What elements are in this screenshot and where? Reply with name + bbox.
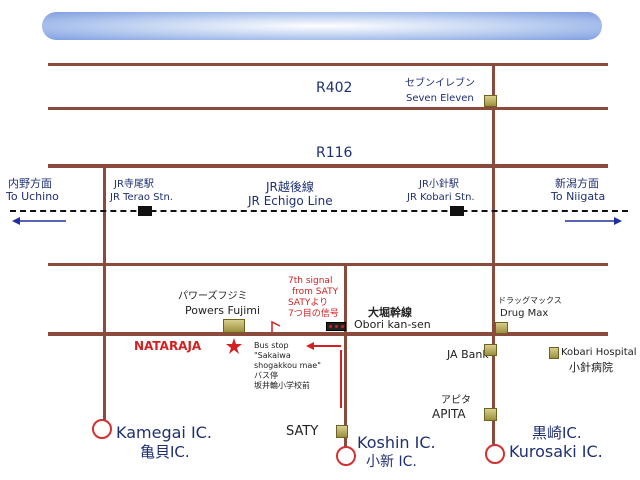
- signal-pointer: [271, 320, 281, 332]
- arrow-to-uchino: [12, 217, 66, 225]
- label-koshin-en: Koshin IC.: [357, 433, 436, 452]
- label-kamegai-en: Kamegai IC.: [116, 423, 212, 442]
- signal-light-1: [328, 325, 332, 328]
- label-kamegai-ja: 亀貝IC.: [140, 443, 190, 461]
- label-niigata-en: To Niigata: [551, 190, 606, 203]
- signal-light-3: [340, 325, 344, 328]
- label-kobari-ja: JR小針駅: [419, 179, 459, 190]
- label-jr-line-ja: JR越後線: [266, 180, 314, 194]
- label-niigata-ja: 新潟方面: [555, 177, 599, 190]
- label-r402: R402: [316, 80, 353, 96]
- station-kobari-marker: [450, 206, 464, 216]
- traffic-signal-icon: [326, 322, 346, 331]
- label-saty: SATY: [286, 424, 319, 439]
- road-r402: [48, 107, 608, 110]
- label-drug-max-ja: ドラッグマックス: [498, 296, 562, 305]
- label-apita-en: APITA: [432, 407, 466, 421]
- hospital-marker: [549, 347, 559, 359]
- label-apita-ja: アピタ: [441, 395, 471, 406]
- road-top: [48, 63, 608, 66]
- label-kobari-hospital-ja: 小針病院: [569, 361, 613, 374]
- bus-stop-line-4: バス停: [254, 371, 278, 380]
- road-r116: [48, 164, 608, 168]
- label-seven-eleven-en: Seven Eleven: [406, 93, 474, 104]
- label-powers-fujimi-en: Powers Fujimi: [185, 304, 261, 317]
- arrow-to-niigata: [565, 217, 622, 225]
- label-powers-fujimi-ja: パワーズフジミ: [178, 291, 248, 302]
- bus-stop-line-3: shogakkou mae": [254, 361, 321, 370]
- label-koshin-ja: 小新 IC.: [366, 454, 417, 470]
- kurosaki-ic-marker: [485, 444, 505, 464]
- label-seven-eleven-ja: セブンイレブン: [405, 78, 475, 89]
- powers-fujimi-marker: [223, 319, 245, 333]
- label-terao-en: JR Terao Stn.: [110, 192, 173, 203]
- ja-bank-marker: [484, 344, 497, 356]
- label-nataraja: NATARAJA: [134, 339, 202, 353]
- bus-stop-line-5: 坂井輪小学校前: [254, 381, 310, 390]
- bus-stop-line-2: "Sakaiwa: [254, 351, 291, 360]
- label-terao-ja: JR寺尾駅: [114, 179, 154, 190]
- apita-marker: [484, 408, 497, 421]
- signal-note-line-2: from SATY: [292, 287, 339, 297]
- label-ja-bank: JA Bank: [447, 348, 489, 361]
- label-kurosaki-ja: 黒崎IC.: [532, 424, 582, 442]
- signal-note: 7th signal from SATY SATYより 7つ目の信号: [288, 276, 339, 320]
- signal-light-2: [334, 325, 338, 328]
- road-koshin: [344, 263, 347, 453]
- label-r116: R116: [316, 145, 353, 161]
- road-obori-kansen: [48, 332, 608, 336]
- label-obori-en: Obori kan-sen: [354, 318, 431, 331]
- signal-note-line-1: 7th signal: [288, 276, 333, 286]
- label-uchino-ja: 内野方面: [8, 177, 52, 190]
- saty-marker: [336, 425, 348, 438]
- label-kurosaki-en: Kurosaki IC.: [509, 442, 603, 461]
- road-kamegai: [103, 164, 106, 420]
- drug-max-marker: [495, 322, 508, 334]
- bus-stop-line-1: Bus stop: [254, 341, 289, 350]
- label-kobari-hospital-en: Kobari Hospital: [561, 347, 637, 358]
- label-jr-line-en: JR Echigo Line: [248, 194, 333, 208]
- header-banner: [42, 12, 602, 40]
- signal-note-line-3: SATYより: [288, 298, 329, 308]
- label-uchino-en: To Uchino: [6, 190, 59, 203]
- kamegai-ic-marker: [92, 419, 112, 439]
- railway-line: [10, 210, 628, 212]
- bus-stop-note: Bus stop "Sakaiwa shogakkou mae" バス停 坂井輪…: [254, 341, 321, 391]
- road-kurosaki: [492, 63, 495, 453]
- station-terao-marker: [138, 206, 152, 216]
- label-obori-ja: 大堀幹線: [368, 306, 412, 319]
- label-drug-max-en: Drug Max: [500, 308, 549, 319]
- label-kobari-en: JR Kobari Stn.: [407, 192, 475, 203]
- signal-note-line-4: 7つ目の信号: [288, 309, 339, 319]
- nataraja-star-icon: [226, 338, 242, 354]
- road-upper-local: [48, 263, 608, 266]
- seven-eleven-marker: [484, 95, 497, 107]
- koshin-ic-marker: [336, 446, 356, 466]
